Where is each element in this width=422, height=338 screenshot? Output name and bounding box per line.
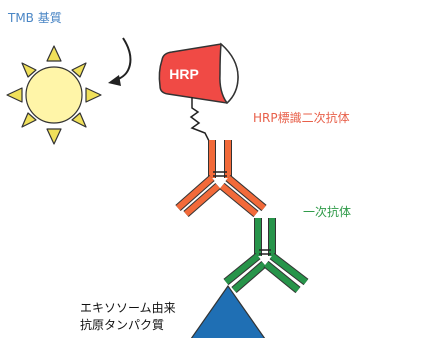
hrp-enzyme: HRP bbox=[158, 42, 239, 105]
secondary-antibody bbox=[175, 140, 267, 218]
sun-core bbox=[25, 66, 83, 124]
sun-ray bbox=[21, 62, 37, 78]
secondary-antibody-label: HRP標識二次抗体 bbox=[253, 111, 350, 125]
antigen-triangle bbox=[190, 284, 266, 338]
sun-ray bbox=[71, 62, 87, 78]
curved-arrow-icon bbox=[108, 37, 132, 86]
antigen-label: エキソソーム由来 抗原タンパク質 bbox=[80, 300, 176, 334]
sun-ray bbox=[71, 112, 87, 128]
sun-icon bbox=[6, 45, 102, 145]
sun-ray bbox=[21, 112, 37, 128]
antigen-label-line1: エキソソーム由来 bbox=[80, 301, 176, 315]
primary-antibody-label: 一次抗体 bbox=[303, 205, 352, 219]
linker bbox=[189, 97, 216, 150]
sun-ray bbox=[85, 87, 102, 103]
antigen-label-line2: 抗原タンパク質 bbox=[80, 318, 165, 332]
primary-antibody bbox=[223, 218, 309, 294]
hrp-label: HRP bbox=[169, 66, 199, 82]
hrp-cap bbox=[219, 42, 239, 105]
sun-rays bbox=[6, 45, 102, 145]
substrate-label: TMB 基質 bbox=[8, 11, 62, 25]
sun-ray bbox=[6, 87, 23, 103]
sun-ray bbox=[46, 128, 62, 145]
sun-ray bbox=[46, 45, 62, 62]
